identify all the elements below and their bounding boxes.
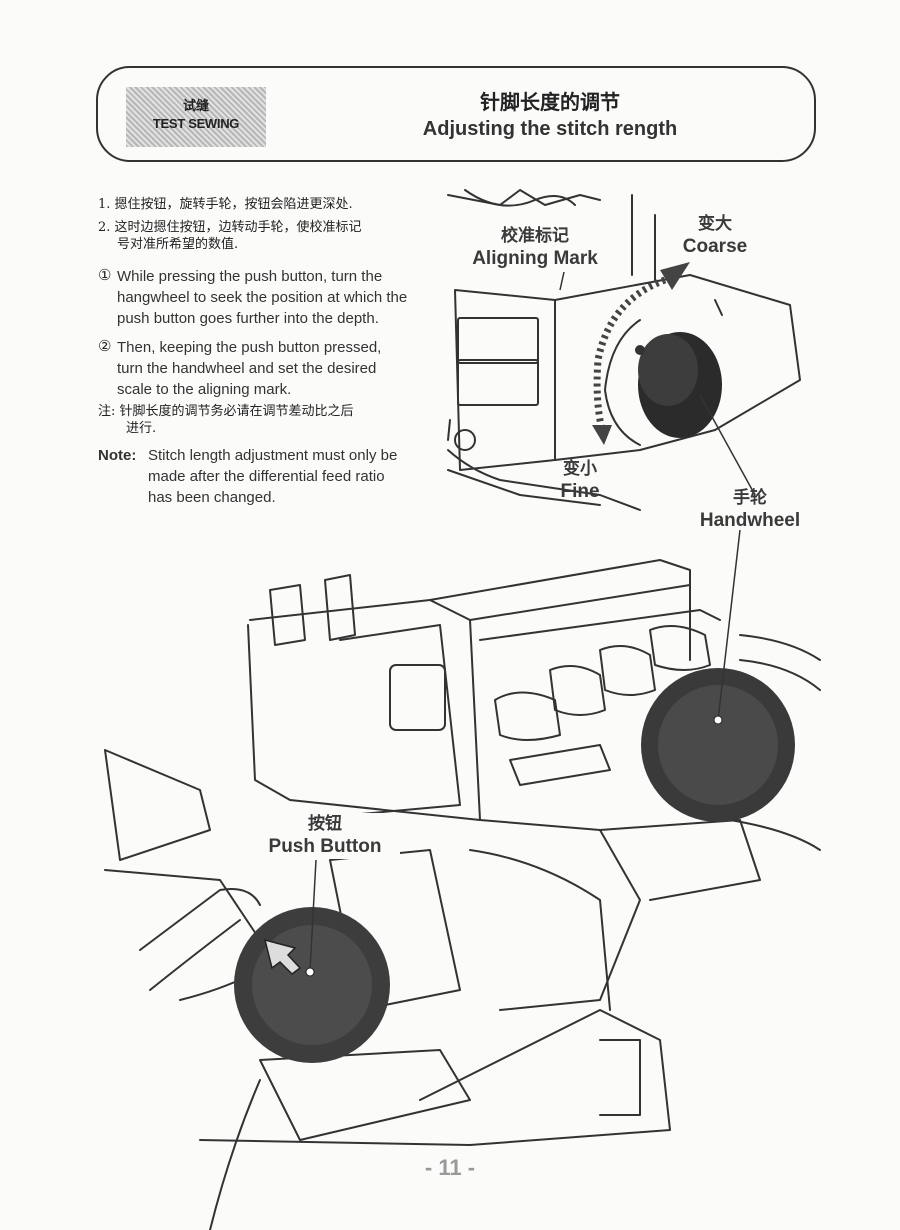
step-2-number: ②: [98, 338, 112, 355]
label-push-button: 按钮 Push Button: [250, 813, 400, 859]
section-tag: 试缝 TEST SEWING: [126, 87, 266, 147]
label-aligning-mark-en: Aligning Mark: [472, 248, 598, 269]
en-step-2-line-2: turn the handwheel and set the desired: [117, 360, 377, 377]
en-step-2-line-1: Then, keeping the push button pressed,: [117, 339, 382, 356]
instructions: 1. 摁住按钮，旋转手轮，按钮会陷进更深处. 2. 这时边摁住按钮，边转动手轮，…: [98, 196, 458, 508]
label-coarse-en: Coarse: [682, 236, 748, 257]
note-line-3: has been changed.: [148, 489, 276, 506]
label-fine-en: Fine: [560, 481, 600, 502]
cn-step-1: 1. 摁住按钮，旋转手轮，按钮会陷进更深处.: [98, 197, 353, 212]
page-number: - 11 -: [424, 1155, 476, 1180]
label-fine-cn: 变小: [563, 459, 597, 479]
en-step-1-line-1: While pressing the push button, turn the: [117, 268, 383, 285]
note-line-2: made after the differential feed ratio: [148, 468, 385, 485]
en-step-1: ① While pressing the push button, turn t…: [98, 266, 458, 329]
page-title-cn: 针脚长度的调节: [480, 90, 620, 114]
label-push-button-cn: 按钮: [308, 814, 342, 834]
cn-note: 注: 针脚长度的调节务必请在调节差动比之后: [98, 404, 354, 419]
cn-note-cont: 进行.: [126, 421, 157, 436]
step-1-number: ①: [98, 267, 112, 284]
note-line-1: Stitch length adjustment must only be: [148, 447, 398, 464]
en-step-2: ② Then, keeping the push button pressed,…: [98, 337, 458, 400]
en-step-1-line-2: hangwheel to seek the position at which …: [117, 289, 408, 306]
cn-step-2-cont: 号对准所希望的数值.: [117, 237, 239, 252]
en-step-2-line-3: scale to the aligning mark.: [117, 381, 292, 398]
section-tag-cn: 试缝: [182, 99, 209, 114]
page-title-en: Adjusting the stitch rength: [422, 118, 678, 140]
label-fine: 变小 Fine: [540, 458, 620, 504]
label-coarse: 变大 Coarse: [670, 213, 760, 259]
label-aligning-mark: 校准标记 Aligning Mark: [455, 225, 615, 271]
label-coarse-cn: 变大: [698, 214, 732, 234]
header-frame: [96, 66, 816, 162]
label-handwheel: 手轮 Handwheel: [685, 487, 815, 533]
label-handwheel-en: Handwheel: [699, 510, 801, 531]
label-handwheel-cn: 手轮: [733, 488, 767, 508]
cn-step-2: 2. 这时边摁住按钮，边转动手轮，使校准标记: [98, 220, 362, 235]
en-note: Note: Stitch length adjustment must only…: [98, 445, 458, 508]
en-step-1-line-3: push button goes further into the depth.: [117, 310, 379, 327]
label-aligning-mark-cn: 校准标记: [501, 226, 569, 246]
label-push-button-en: Push Button: [268, 836, 382, 857]
note-label: Note:: [98, 447, 137, 464]
section-tag-en: TEST SEWING: [152, 116, 240, 131]
